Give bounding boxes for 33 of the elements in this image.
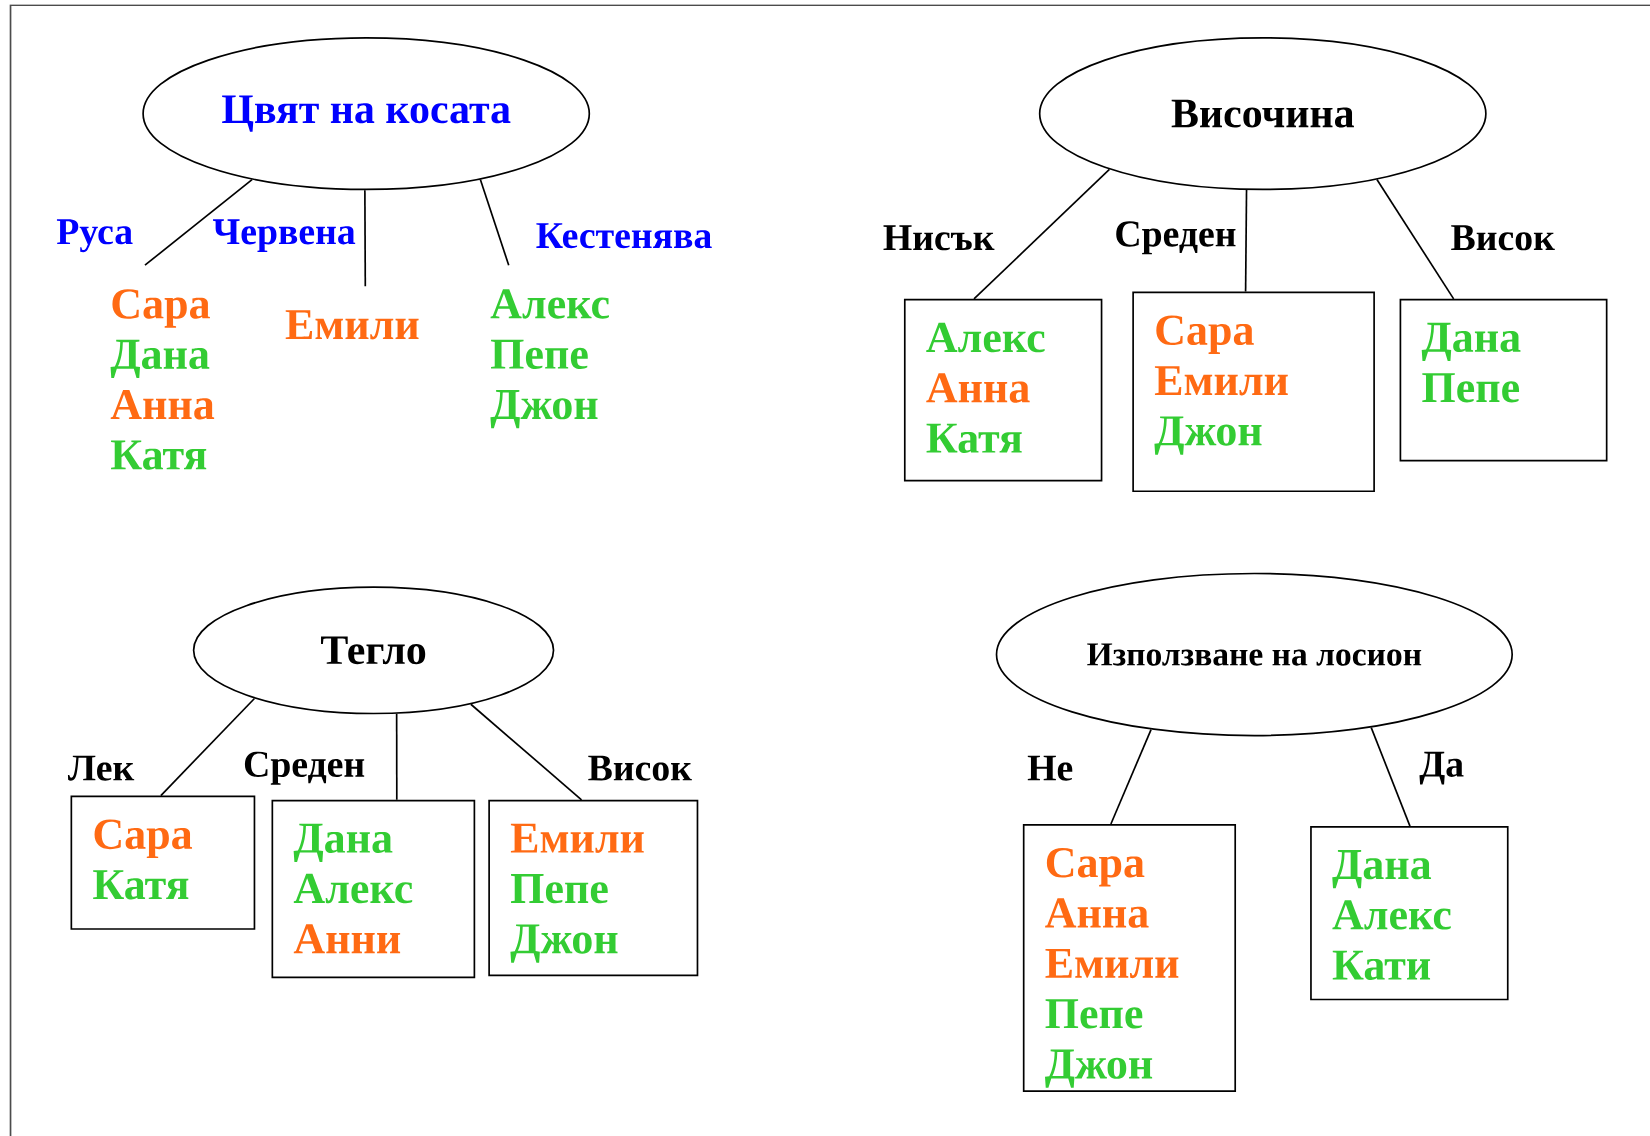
branch-line — [160, 697, 256, 797]
branch-label: Не — [1027, 755, 1073, 781]
name-list-box: Емили Пепе Джон — [488, 799, 699, 976]
name-list-box: Сара Катя — [70, 795, 256, 930]
branch-label: Среден — [1116, 221, 1236, 255]
name-list-box: Дана Пепе — [1399, 298, 1608, 462]
name-list-box: Дана Алекс Кати — [1310, 825, 1509, 1001]
branch-line — [1376, 178, 1455, 300]
branch-label: Висок — [588, 755, 692, 781]
branch-line — [144, 178, 253, 266]
branch-label: Среден — [244, 751, 365, 785]
name-list-box: Сара Анна Емили Пепе Джон — [1022, 823, 1237, 1092]
name-list: Емили — [285, 310, 419, 340]
branch-line — [1370, 726, 1411, 827]
branch-label: Червена — [213, 219, 356, 252]
branch-line — [364, 189, 367, 287]
name-list-box: Дана Алекс Анни — [271, 799, 476, 978]
branch-label: Руса — [56, 219, 133, 252]
branch-label: Висок — [1451, 225, 1555, 251]
branch-line — [973, 168, 1111, 300]
name-list: Алекс Пепе Джон — [490, 288, 609, 429]
branch-label: Лек — [67, 755, 135, 781]
branch-line — [470, 703, 583, 801]
branch-line — [395, 712, 398, 801]
branch-line — [479, 178, 510, 266]
branch-line — [1110, 728, 1152, 825]
name-list-box: Алекс Анна Катя — [903, 298, 1103, 482]
branch-label: Нисък — [883, 225, 995, 251]
branch-label: Да — [1419, 751, 1464, 785]
branch-label: Кестенява — [536, 222, 712, 248]
name-list: Сара Дана Анна Катя — [110, 288, 215, 470]
name-list-box: Сара Емили Джон — [1132, 291, 1375, 492]
branch-line — [1244, 189, 1248, 293]
